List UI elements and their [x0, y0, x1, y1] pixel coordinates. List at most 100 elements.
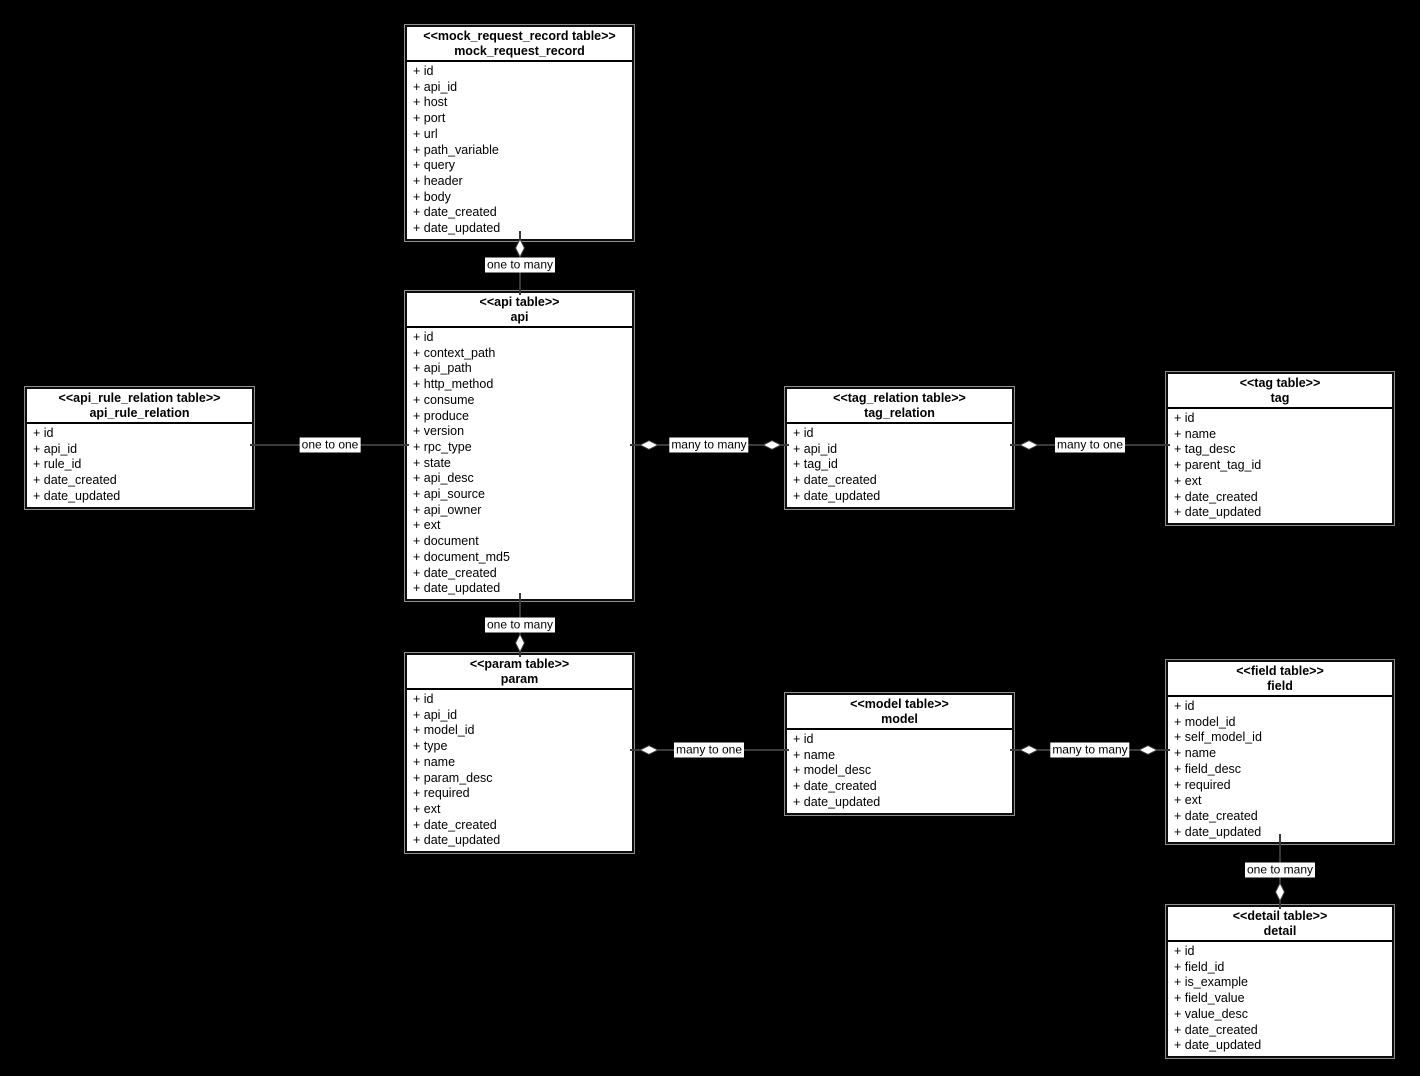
table-stereotype: <<tag_relation table>>: [833, 391, 966, 405]
table-field-row: + api_source: [413, 487, 485, 502]
entity-table-mock_request_record: <<mock_request_record table>>mock_reques…: [405, 25, 634, 241]
entity-table-api_rule_relation: <<api_rule_relation table>>api_rule_rela…: [25, 387, 254, 509]
table-field-row: + model_id: [413, 723, 475, 738]
diamond-icon: [761, 439, 783, 451]
relation-label-api_rule_relation-api: one to one: [299, 437, 361, 453]
table-stereotype: <<tag table>>: [1239, 376, 1321, 390]
table-header: <<tag table>>tag: [1168, 374, 1392, 409]
table-field-row: + id: [1174, 699, 1195, 713]
table-field-row: + date_created: [793, 473, 877, 488]
table-field-list: + id+ name+ tag_desc+ parent_tag_id+ ext…: [1168, 409, 1392, 523]
table-field-row: + host: [413, 95, 448, 110]
table-field-row: + parent_tag_id: [1174, 458, 1262, 473]
table-field-row: + id: [793, 732, 814, 746]
table-field-row: + id: [413, 330, 434, 344]
table-field-list: + id+ name+ model_desc+ date_created+ da…: [787, 730, 1012, 813]
diamond-icon: [638, 439, 660, 451]
table-field-list: + id+ field_id+ is_example+ field_value+…: [1168, 942, 1392, 1056]
entity-table-field: <<field table>>field+ id+ model_id+ self…: [1166, 660, 1394, 845]
table-stereotype: <<field table>>: [1236, 664, 1324, 678]
table-header: <<api table>>api: [407, 293, 632, 328]
table-field-row: + api_desc: [413, 471, 474, 486]
diamond-icon: [1018, 439, 1040, 451]
table-field-row: + field_desc: [1174, 761, 1242, 776]
table-field-row: + rule_id: [33, 457, 82, 472]
table-field-row: + api_id: [413, 707, 458, 722]
table-field-row: + header: [413, 173, 463, 188]
table-name: tag_relation: [864, 406, 935, 420]
table-field-row: + api_id: [793, 441, 838, 456]
table-field-row: + context_path: [413, 345, 496, 360]
table-field-row: + date_created: [1174, 489, 1258, 504]
relation-label-field-detail: one to many: [1244, 862, 1316, 878]
table-stereotype: <<detail table>>: [1232, 909, 1328, 923]
table-name: api: [510, 310, 529, 324]
relation-label-model-field: many to many: [1050, 742, 1130, 758]
entity-table-detail: <<detail table>>detail+ id+ field_id+ is…: [1166, 905, 1394, 1058]
table-field-list: + id+ model_id+ self_model_id+ name+ fie…: [1168, 697, 1392, 842]
table-field-row: + tag_desc: [1174, 442, 1236, 457]
table-header: <<model table>>model: [787, 695, 1012, 730]
table-stereotype: <<param table>>: [469, 657, 570, 671]
table-name: field: [1267, 679, 1293, 693]
table-field-row: + id: [413, 692, 434, 706]
table-field-row: + api_path: [413, 361, 472, 376]
table-field-row: + date_updated: [413, 581, 501, 596]
table-field-row: + date_created: [1174, 808, 1258, 823]
table-field-row: + date_created: [413, 817, 497, 832]
table-field-row: + type: [413, 739, 448, 754]
diamond-icon: [638, 744, 660, 756]
diamond-icon: [1274, 881, 1286, 903]
diamond-icon: [514, 237, 526, 259]
table-field-row: + value_desc: [1174, 1006, 1249, 1021]
table-field-row: + required: [413, 786, 470, 801]
table-field-row: + name: [1174, 746, 1217, 761]
table-header: <<detail table>>detail: [1168, 907, 1392, 942]
diamond-icon: [1018, 744, 1040, 756]
entity-table-tag: <<tag table>>tag+ id+ name+ tag_desc+ pa…: [1166, 372, 1394, 525]
table-field-row: + field_value: [1174, 991, 1245, 1006]
table-field-row: + version: [413, 424, 465, 439]
table-header: <<api_rule_relation table>>api_rule_rela…: [27, 389, 252, 424]
table-field-row: + param_desc: [413, 770, 493, 785]
table-field-row: + tag_id: [793, 457, 838, 472]
table-field-row: + date_created: [1174, 1022, 1258, 1037]
relation-label-mock_request_record-api: one to many: [484, 257, 556, 273]
relation-label-api-param: one to many: [484, 617, 556, 633]
relation-label-api-tag_relation: many to many: [669, 437, 749, 453]
table-field-row: + name: [1174, 426, 1217, 441]
table-header: <<field table>>field: [1168, 662, 1392, 697]
table-field-row: + consume: [413, 392, 475, 407]
table-field-row: + date_created: [413, 205, 497, 220]
table-stereotype: <<api_rule_relation table>>: [58, 391, 221, 405]
table-field-row: + produce: [413, 408, 469, 423]
table-name: tag: [1270, 391, 1290, 405]
table-header: <<param table>>param: [407, 655, 632, 690]
entity-table-tag_relation: <<tag_relation table>>tag_relation+ id+ …: [785, 387, 1014, 509]
table-field-row: + state: [413, 455, 451, 470]
table-field-row: + date_created: [413, 565, 497, 580]
diamond-icon: [1137, 744, 1159, 756]
table-header: <<tag_relation table>>tag_relation: [787, 389, 1012, 424]
table-field-list: + id+ api_id+ model_id+ type+ name+ para…: [407, 690, 632, 851]
table-field-list: + id+ api_id+ rule_id+ date_created+ dat…: [27, 424, 252, 507]
table-field-list: + id+ api_id+ host+ port+ url+ path_vari…: [407, 62, 632, 239]
diamond-icon: [514, 632, 526, 654]
table-field-row: + name: [413, 754, 456, 769]
table-field-row: + date_created: [793, 779, 877, 794]
table-field-row: + id: [33, 426, 54, 440]
table-field-row: + self_model_id: [1174, 730, 1262, 745]
table-field-row: + body: [413, 189, 451, 204]
table-name: param: [500, 672, 539, 686]
table-field-row: + id: [1174, 944, 1195, 958]
table-field-row: + document: [413, 534, 479, 549]
table-field-row: + date_created: [33, 473, 117, 488]
table-field-row: + date_updated: [793, 488, 881, 503]
table-field-list: + id+ api_id+ tag_id+ date_created+ date…: [787, 424, 1012, 507]
table-field-row: + model_desc: [793, 763, 872, 778]
table-field-row: + field_id: [1174, 959, 1225, 974]
table-field-row: + model_id: [1174, 714, 1236, 729]
table-header: <<mock_request_record table>>mock_reques…: [407, 27, 632, 62]
table-field-row: + api_id: [413, 79, 458, 94]
